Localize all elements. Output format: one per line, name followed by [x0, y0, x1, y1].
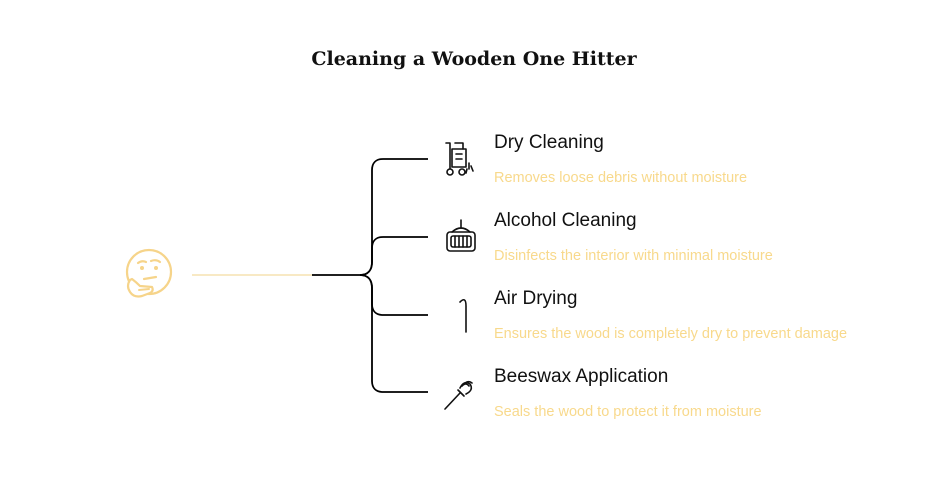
item-description-alcohol-cleaning: Disinfects the interior with minimal moi… [494, 248, 773, 264]
diagram-title: Cleaning a Wooden One Hitter [311, 48, 637, 70]
branch-alcohol-cleaning [359, 236, 428, 276]
item-title-air-drying: Air Drying [494, 288, 578, 309]
item-description-beeswax-application: Seals the wood to protect it from moistu… [494, 404, 762, 420]
item-title-beeswax-application: Beeswax Application [494, 366, 669, 387]
branch-beeswax-application [359, 274, 428, 393]
wax-applicator-icon [444, 380, 473, 410]
branch-dry-cleaning [359, 158, 428, 276]
thinking-face-icon [125, 248, 173, 298]
item-title-alcohol-cleaning: Alcohol Cleaning [494, 210, 637, 231]
pipe-icon [459, 298, 467, 333]
item-title-dry-cleaning: Dry Cleaning [494, 132, 604, 153]
cleaning-cart-icon [445, 142, 474, 176]
item-description-dry-cleaning: Removes loose debris without moisture [494, 170, 748, 186]
brush-icon [446, 219, 476, 252]
item-description-air-drying: Ensures the wood is completely dry to pr… [494, 326, 848, 342]
